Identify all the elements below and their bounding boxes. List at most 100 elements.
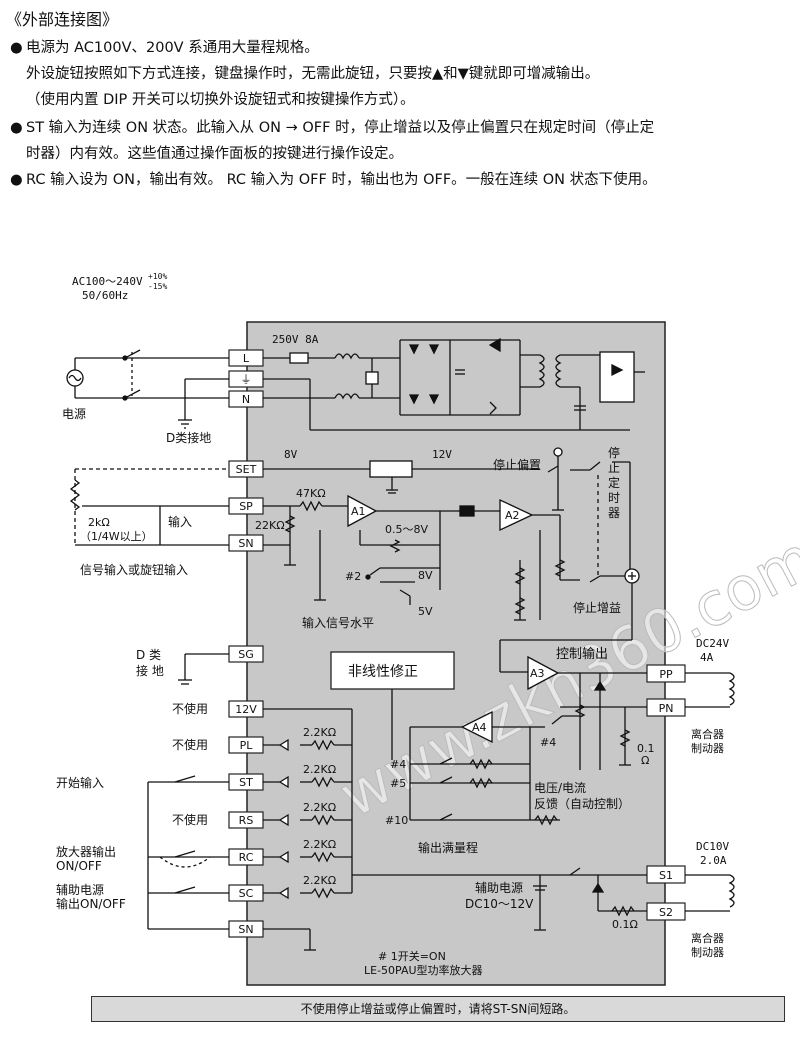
switch-10-label: #10	[385, 814, 408, 827]
section-title: 《外部连接图》	[6, 10, 119, 29]
svg-text:定: 定	[608, 475, 620, 490]
nonlinear-label: 非线性修正	[348, 664, 418, 680]
supply-voltage: AC100～240V	[72, 275, 143, 288]
terminal-rc-label: RC	[239, 851, 254, 864]
bullet-1-line-2: 外设旋钮按照如下方式连接，键盘操作时，无需此旋钮，只要按▲和▼键就即可增减输出。	[26, 66, 600, 82]
svg-text:器: 器	[608, 506, 620, 520]
clutch-label-1b: 制动器	[691, 742, 724, 755]
set-8v: 8V	[284, 448, 298, 461]
terminal-sn	[228, 534, 264, 552]
power-circuit: 250V 8A	[263, 333, 645, 431]
terminal-l-label: L	[243, 352, 250, 365]
terminal-ground-label: ⏚	[241, 373, 252, 386]
resistor-01: 0.1	[637, 742, 655, 755]
a2-label: 2.0A	[700, 854, 727, 867]
bullet-1: ●电源为 AC100V、200V 系通用大量程规格。	[10, 36, 319, 60]
footer-note: 不使用停止增益或停止偏置时，请将ST-SN间短路。	[91, 996, 785, 1022]
clutch-label-2b: 制动器	[691, 946, 724, 959]
terminal-n	[228, 390, 264, 408]
pot-spec: （1/4W以上）	[80, 530, 153, 543]
sg-ground	[178, 653, 229, 685]
feedback-circuit	[409, 710, 580, 826]
terminal-s1-label: S1	[659, 869, 673, 882]
bullet-2-line-2: 时器）内有效。这些值通过操作面板的按键进行操作设定。	[26, 146, 403, 162]
amp-output-label-2: ON/OFF	[56, 859, 102, 873]
switch-4-label: #4	[390, 758, 406, 771]
clutch-label-1: 离合器	[691, 727, 724, 741]
amp-a2-label: A2	[505, 509, 520, 522]
signal-input-label: 信号输入或旋钮输入	[80, 562, 188, 577]
bullet-3-line-1: RC 输入设为 ON，输出有效。 RC 输入为 OFF 时，输出也为 OFF。一…	[26, 172, 657, 188]
pot-value: 2kΩ	[88, 516, 110, 529]
terminal-sp-label: SP	[239, 500, 253, 513]
mains-wiring	[66, 349, 229, 429]
aux-output-label-1: 辅助电源	[56, 883, 104, 897]
aux-output-label-2: 输出ON/OFF	[56, 896, 126, 911]
bullet-2-line-1: ST 输入为连续 ON 状态。此输入从 ON → OFF 时，停止增益以及停止偏…	[26, 120, 655, 136]
aux-supply-circuit	[533, 867, 735, 931]
power-source-label: 电源	[62, 407, 86, 421]
supply-tol-minus: -15%	[148, 282, 167, 291]
r2k2-rs: 2.2KΩ	[303, 801, 336, 814]
amp-a1-label: A1	[351, 505, 366, 518]
svg-text:止: 止	[608, 461, 620, 475]
terminal-pp-label: PP	[659, 668, 673, 681]
resistor-01b: 0.1Ω	[612, 918, 638, 931]
v8-label: 8V	[418, 569, 433, 582]
r2k2-sc: 2.2KΩ	[303, 874, 336, 887]
bullet-2: ●ST 输入为连续 ON 状态。此输入从 ON → OFF 时，停止增益以及停止…	[10, 116, 654, 140]
control-output-label: 控制输出	[556, 646, 608, 662]
input-level-label: 输入信号水平	[302, 615, 374, 630]
set-12v: 12V	[432, 448, 452, 461]
terminal-sn2-label: SN	[238, 923, 253, 936]
clutch-label-2: 离合器	[691, 931, 724, 945]
unused-12v: 不使用	[172, 701, 208, 716]
bullet-icon: ●	[10, 172, 23, 188]
aux-supply-label-2: DC10～12V	[465, 897, 534, 911]
bullet-icon: ●	[10, 120, 23, 136]
set-circuit	[263, 447, 631, 575]
terminal-sn-label: SN	[238, 537, 253, 550]
stop-gain-label: 停止增益	[573, 600, 621, 615]
r2k2-st: 2.2KΩ	[303, 763, 336, 776]
unused-pl: 不使用	[172, 737, 208, 752]
switch-1-note: # 1开关=ON	[378, 949, 446, 963]
v5-label: 5V	[418, 605, 433, 618]
switch-4b-label: #4	[540, 736, 556, 749]
input-circuit	[69, 468, 640, 673]
switch-2-label: #2	[345, 570, 361, 583]
switch-5-label: #5	[390, 777, 406, 790]
stop-bias-label: 停止偏置	[493, 457, 541, 472]
dc24v-label: DC24V	[696, 637, 729, 650]
bullet-3: ●RC 输入设为 ON，输出有效。 RC 输入为 OFF 时，输出也为 OFF。…	[10, 168, 657, 192]
terminal-pl-label: PL	[240, 739, 254, 752]
d-ground-sg-2: 接 地	[136, 663, 164, 678]
vi-feedback-label-2: 反馈（自动控制）	[534, 797, 630, 811]
start-input-label: 开始输入	[56, 775, 104, 790]
range-label: 0.5～8V	[385, 523, 428, 536]
terminal-n-label: N	[242, 393, 250, 406]
supply-frequency: 50/60Hz	[82, 289, 128, 302]
aux-supply-label-1: 辅助电源	[475, 881, 523, 895]
bullet-icon: ●	[10, 40, 23, 56]
terminal-s2-label: S2	[659, 906, 673, 919]
amp-output-label-1: 放大器输出	[56, 844, 116, 859]
supply-tol-plus: +10%	[148, 272, 167, 281]
input-label: 输入	[168, 514, 192, 529]
dc10v-label: DC10V	[696, 840, 729, 853]
bullet-1-line-3: （使用内置 DIP 开关可以切换外设旋钮式和按键操作方式）。	[26, 92, 415, 108]
r2k2-pl: 2.2KΩ	[303, 726, 336, 739]
vi-feedback-label-1: 电压/电流	[534, 781, 586, 795]
svg-text:时: 时	[608, 491, 620, 505]
terminal-set-label: SET	[236, 463, 257, 476]
terminal-pn-label: PN	[659, 702, 674, 715]
resistor-47k: 47KΩ	[296, 487, 326, 500]
full-scale-label: 输出满量程	[418, 840, 478, 855]
terminal-sg-label: SG	[238, 648, 254, 661]
amp-a4-label: A4	[472, 721, 487, 734]
d-ground-label: D类接地	[166, 430, 211, 445]
terminal-sc-label: SC	[239, 887, 254, 900]
amp-a3-label: A3	[530, 667, 545, 680]
